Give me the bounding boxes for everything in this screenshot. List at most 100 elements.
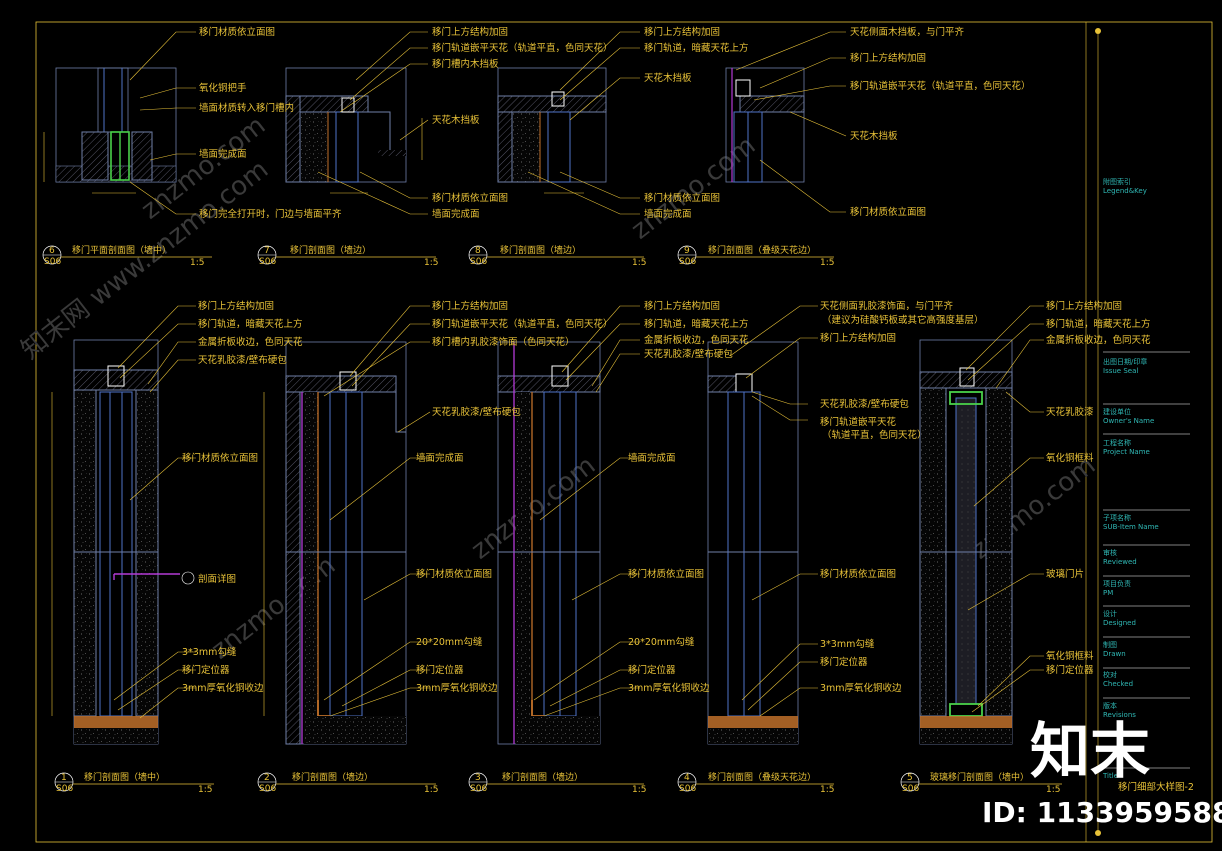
drawing-line: [349, 47, 428, 101]
drawing-line: [397, 411, 431, 433]
annotation-label: S06: [470, 257, 487, 267]
drawing-line: [368, 111, 406, 153]
annotation-label: 4: [684, 773, 690, 783]
detail-5-section: [919, 339, 1013, 745]
annotation-label: 1:5: [424, 785, 438, 795]
annotation-label: S06: [44, 257, 61, 267]
annotation-label: 7: [264, 246, 270, 256]
drawing-line: [571, 573, 640, 601]
annotation-label: 移门定位器: [820, 656, 868, 668]
annotation-label: 移门材质依立面图: [644, 192, 720, 204]
detail-6-plan: [43, 67, 177, 194]
annotation-label: 设计: [1103, 609, 1117, 618]
drawing-line: [725, 67, 805, 183]
annotation-label: 天花木挡板: [644, 72, 692, 84]
detail-4-section: [707, 341, 799, 745]
annotation-label: 金属折板收边，色同天花: [644, 334, 749, 346]
drawing-line: [959, 367, 975, 387]
annotation-label: Project Name: [1103, 448, 1150, 456]
bottom-labels-detail-5: 移门上方结构加固 移门轨道，暗藏天花上方 金属折板收边，色同天花 天花乳胶漆 氧…: [1046, 300, 1151, 676]
annotation-label: S06: [902, 784, 919, 794]
annotation-label: 20*20mm勾缝: [628, 636, 695, 648]
annotation-label: 移门剖面图（墙中）: [84, 771, 165, 783]
annotation-label: 5: [907, 773, 913, 783]
drawing-line: [547, 111, 571, 183]
annotation-label: 移门剖面图（墙边）: [500, 244, 581, 256]
annotation-label: 1:5: [632, 785, 646, 795]
annotation-label: 移门上方结构加固: [850, 52, 926, 64]
drawing-line: [919, 371, 1013, 389]
annotation-label: 1:5: [198, 785, 212, 795]
drawing-line: [395, 376, 406, 433]
annotation-label: Drawn: [1103, 650, 1126, 658]
drawing-line: [323, 641, 430, 701]
drawing-line: [399, 119, 429, 141]
title-detail-1: 1 S06 移门剖面图（墙中） 1:5: [54, 771, 214, 795]
drawing-line: [735, 79, 751, 97]
annotation-label: 移门轨道，暗藏天花上方: [644, 318, 749, 330]
drawing-line: [285, 391, 301, 745]
drawing-line: [74, 728, 158, 744]
drawing-line: [139, 687, 196, 719]
drawing-line: [591, 339, 640, 387]
drawing-line: [751, 391, 808, 405]
drawing-line: [117, 305, 196, 369]
drawing-line: [707, 375, 737, 393]
annotation-label: 3mm厚氧化铜收边: [416, 682, 498, 694]
drawing-line: [920, 728, 1012, 744]
annotation-label: 移门上方结构加固: [644, 26, 720, 38]
annotation-label: Revisions: [1103, 711, 1136, 719]
annotation-label: 移门材质依立面图: [432, 192, 508, 204]
drawing-line: [97, 67, 129, 133]
drawing-line: [335, 111, 359, 183]
detail-1-section: [51, 339, 195, 745]
drawing-line: [339, 63, 428, 113]
drawing-line: [73, 389, 97, 717]
id-watermark: ID: 1133959588: [982, 796, 1222, 829]
drawing-line: [735, 373, 753, 393]
detail-9-section: [725, 67, 805, 183]
drawing-line: [955, 397, 977, 705]
annotation-label: 金属折板收边，色同天花: [198, 336, 303, 348]
annotation-label: Issue Seal: [1103, 367, 1138, 375]
drawing-line: [329, 687, 430, 717]
annotation-label: 金属折板收边，色同天花: [1046, 334, 1151, 346]
drawing-line: [995, 339, 1044, 389]
drawing-line: [977, 655, 1044, 707]
annotation-label: 天花乳胶漆/壁布硬包: [644, 348, 733, 360]
drawing-line: [129, 457, 196, 501]
drawing-line: [753, 85, 846, 101]
drawing-line: [351, 323, 430, 387]
annotation-label: 天花木挡板: [432, 114, 480, 126]
annotation-label: 移门材质依立面图: [820, 568, 896, 580]
annotation-label: （建议为硅酸钙板或其它高强度基层）: [822, 314, 984, 326]
drawing-line: [113, 651, 196, 701]
drawing-line: [967, 323, 1044, 381]
drawing-line: [565, 323, 640, 381]
drawing-line: [99, 391, 133, 717]
annotation-label: 移门定位器: [416, 664, 464, 676]
drawing-line: [516, 392, 530, 716]
annotation-label: 项目负责: [1103, 579, 1131, 588]
annotation-label: 天花乳胶漆/壁布硬包: [820, 398, 909, 410]
drawing-line: [559, 47, 640, 101]
bottom-leader-lines: [113, 305, 1044, 719]
annotation-label: Owner's Name: [1103, 417, 1154, 425]
annotation-label: 1: [61, 773, 67, 783]
annotation-label: 移门上方结构加固: [432, 26, 508, 38]
annotation-label: 移门轨道，暗藏天花上方: [644, 42, 749, 54]
annotation-label: 天花侧面乳胶漆饰面，与门平齐: [820, 300, 954, 312]
annotation-label: S06: [679, 784, 696, 794]
drawing-line: [751, 395, 808, 421]
annotation-label: S06: [56, 784, 73, 794]
annotation-label: 天花乳胶漆: [1046, 406, 1094, 418]
drawing-line: [139, 107, 196, 111]
drawing-line: [378, 150, 406, 156]
annotation-label: 墙面完成面: [644, 208, 692, 220]
sheet-frame: [35, 21, 1213, 843]
annotation-label: 3: [475, 773, 481, 783]
title-detail-6: 6 S06 移门平面剖面图（墙中） 1:5: [42, 244, 212, 268]
drawing-line: [973, 457, 1044, 507]
drawing-line: [965, 305, 1044, 371]
drawing-line: [759, 687, 818, 717]
